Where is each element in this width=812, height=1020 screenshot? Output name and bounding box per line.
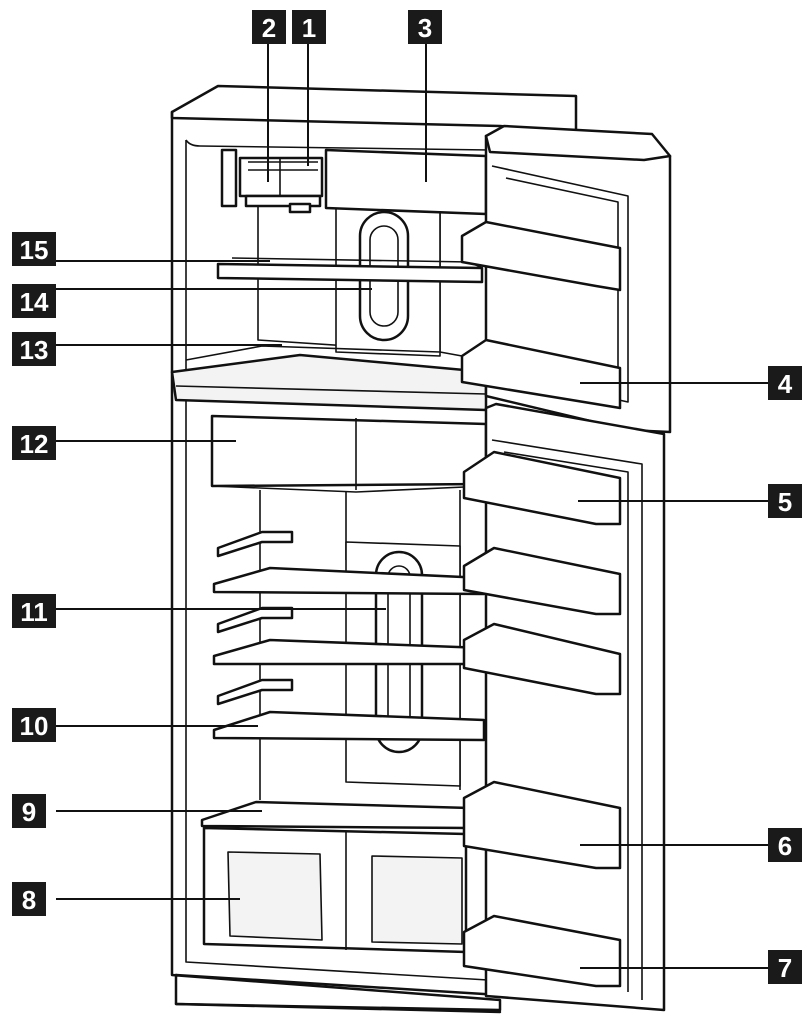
callout-label: 13 bbox=[20, 335, 49, 365]
callout-14: 14 bbox=[12, 284, 56, 318]
callout-label: 15 bbox=[20, 235, 49, 265]
refrigerator-cabinet bbox=[170, 84, 578, 1014]
leader-lines bbox=[56, 42, 770, 969]
callout-label: 9 bbox=[22, 797, 36, 827]
callout-15: 15 bbox=[12, 232, 56, 266]
callout-5: 5 bbox=[768, 484, 802, 518]
fridge-door-bin bbox=[462, 450, 622, 526]
freezer-door bbox=[460, 124, 672, 434]
callout-12: 12 bbox=[12, 426, 56, 460]
callout-label: 14 bbox=[20, 287, 49, 317]
crisper-cover bbox=[200, 800, 472, 830]
fridge-door bbox=[462, 402, 666, 1012]
chiller-compartment bbox=[210, 414, 488, 488]
callout-10: 10 bbox=[12, 708, 56, 742]
ice-maker bbox=[220, 148, 324, 214]
fridge-interior bbox=[200, 414, 488, 954]
callout-4: 4 bbox=[768, 366, 802, 400]
callout-1: 1 bbox=[292, 10, 326, 44]
callout-label: 5 bbox=[778, 487, 792, 517]
callout-label: 6 bbox=[778, 831, 792, 861]
temperature-control-housing bbox=[324, 148, 488, 216]
callout-label: 7 bbox=[778, 953, 792, 983]
callout-label: 2 bbox=[262, 13, 276, 43]
glass-shelf bbox=[212, 710, 486, 742]
callout-label: 3 bbox=[418, 13, 432, 43]
freezer-interior bbox=[185, 148, 488, 361]
callout-9: 9 bbox=[12, 794, 46, 828]
callout-7: 7 bbox=[768, 950, 802, 984]
callout-label: 1 bbox=[302, 13, 316, 43]
callout-3: 3 bbox=[408, 10, 442, 44]
callout-13: 13 bbox=[12, 332, 56, 366]
callout-6: 6 bbox=[768, 828, 802, 862]
callout-11: 11 bbox=[12, 594, 56, 628]
callout-2: 2 bbox=[252, 10, 286, 44]
callout-label: 10 bbox=[20, 711, 49, 741]
callout-label: 8 bbox=[22, 885, 36, 915]
freezer-door-bin bbox=[460, 338, 622, 410]
fridge-door-bin bbox=[462, 546, 622, 616]
callout-label: 11 bbox=[20, 597, 48, 627]
fridge-door-bin bbox=[462, 780, 622, 870]
fridge-door-bin bbox=[462, 622, 622, 696]
freezer-door-bin bbox=[460, 220, 622, 292]
callout-8: 8 bbox=[12, 882, 46, 916]
freezer-shelf bbox=[216, 262, 484, 284]
callout-label: 4 bbox=[778, 369, 793, 399]
callout-label: 12 bbox=[20, 429, 49, 459]
